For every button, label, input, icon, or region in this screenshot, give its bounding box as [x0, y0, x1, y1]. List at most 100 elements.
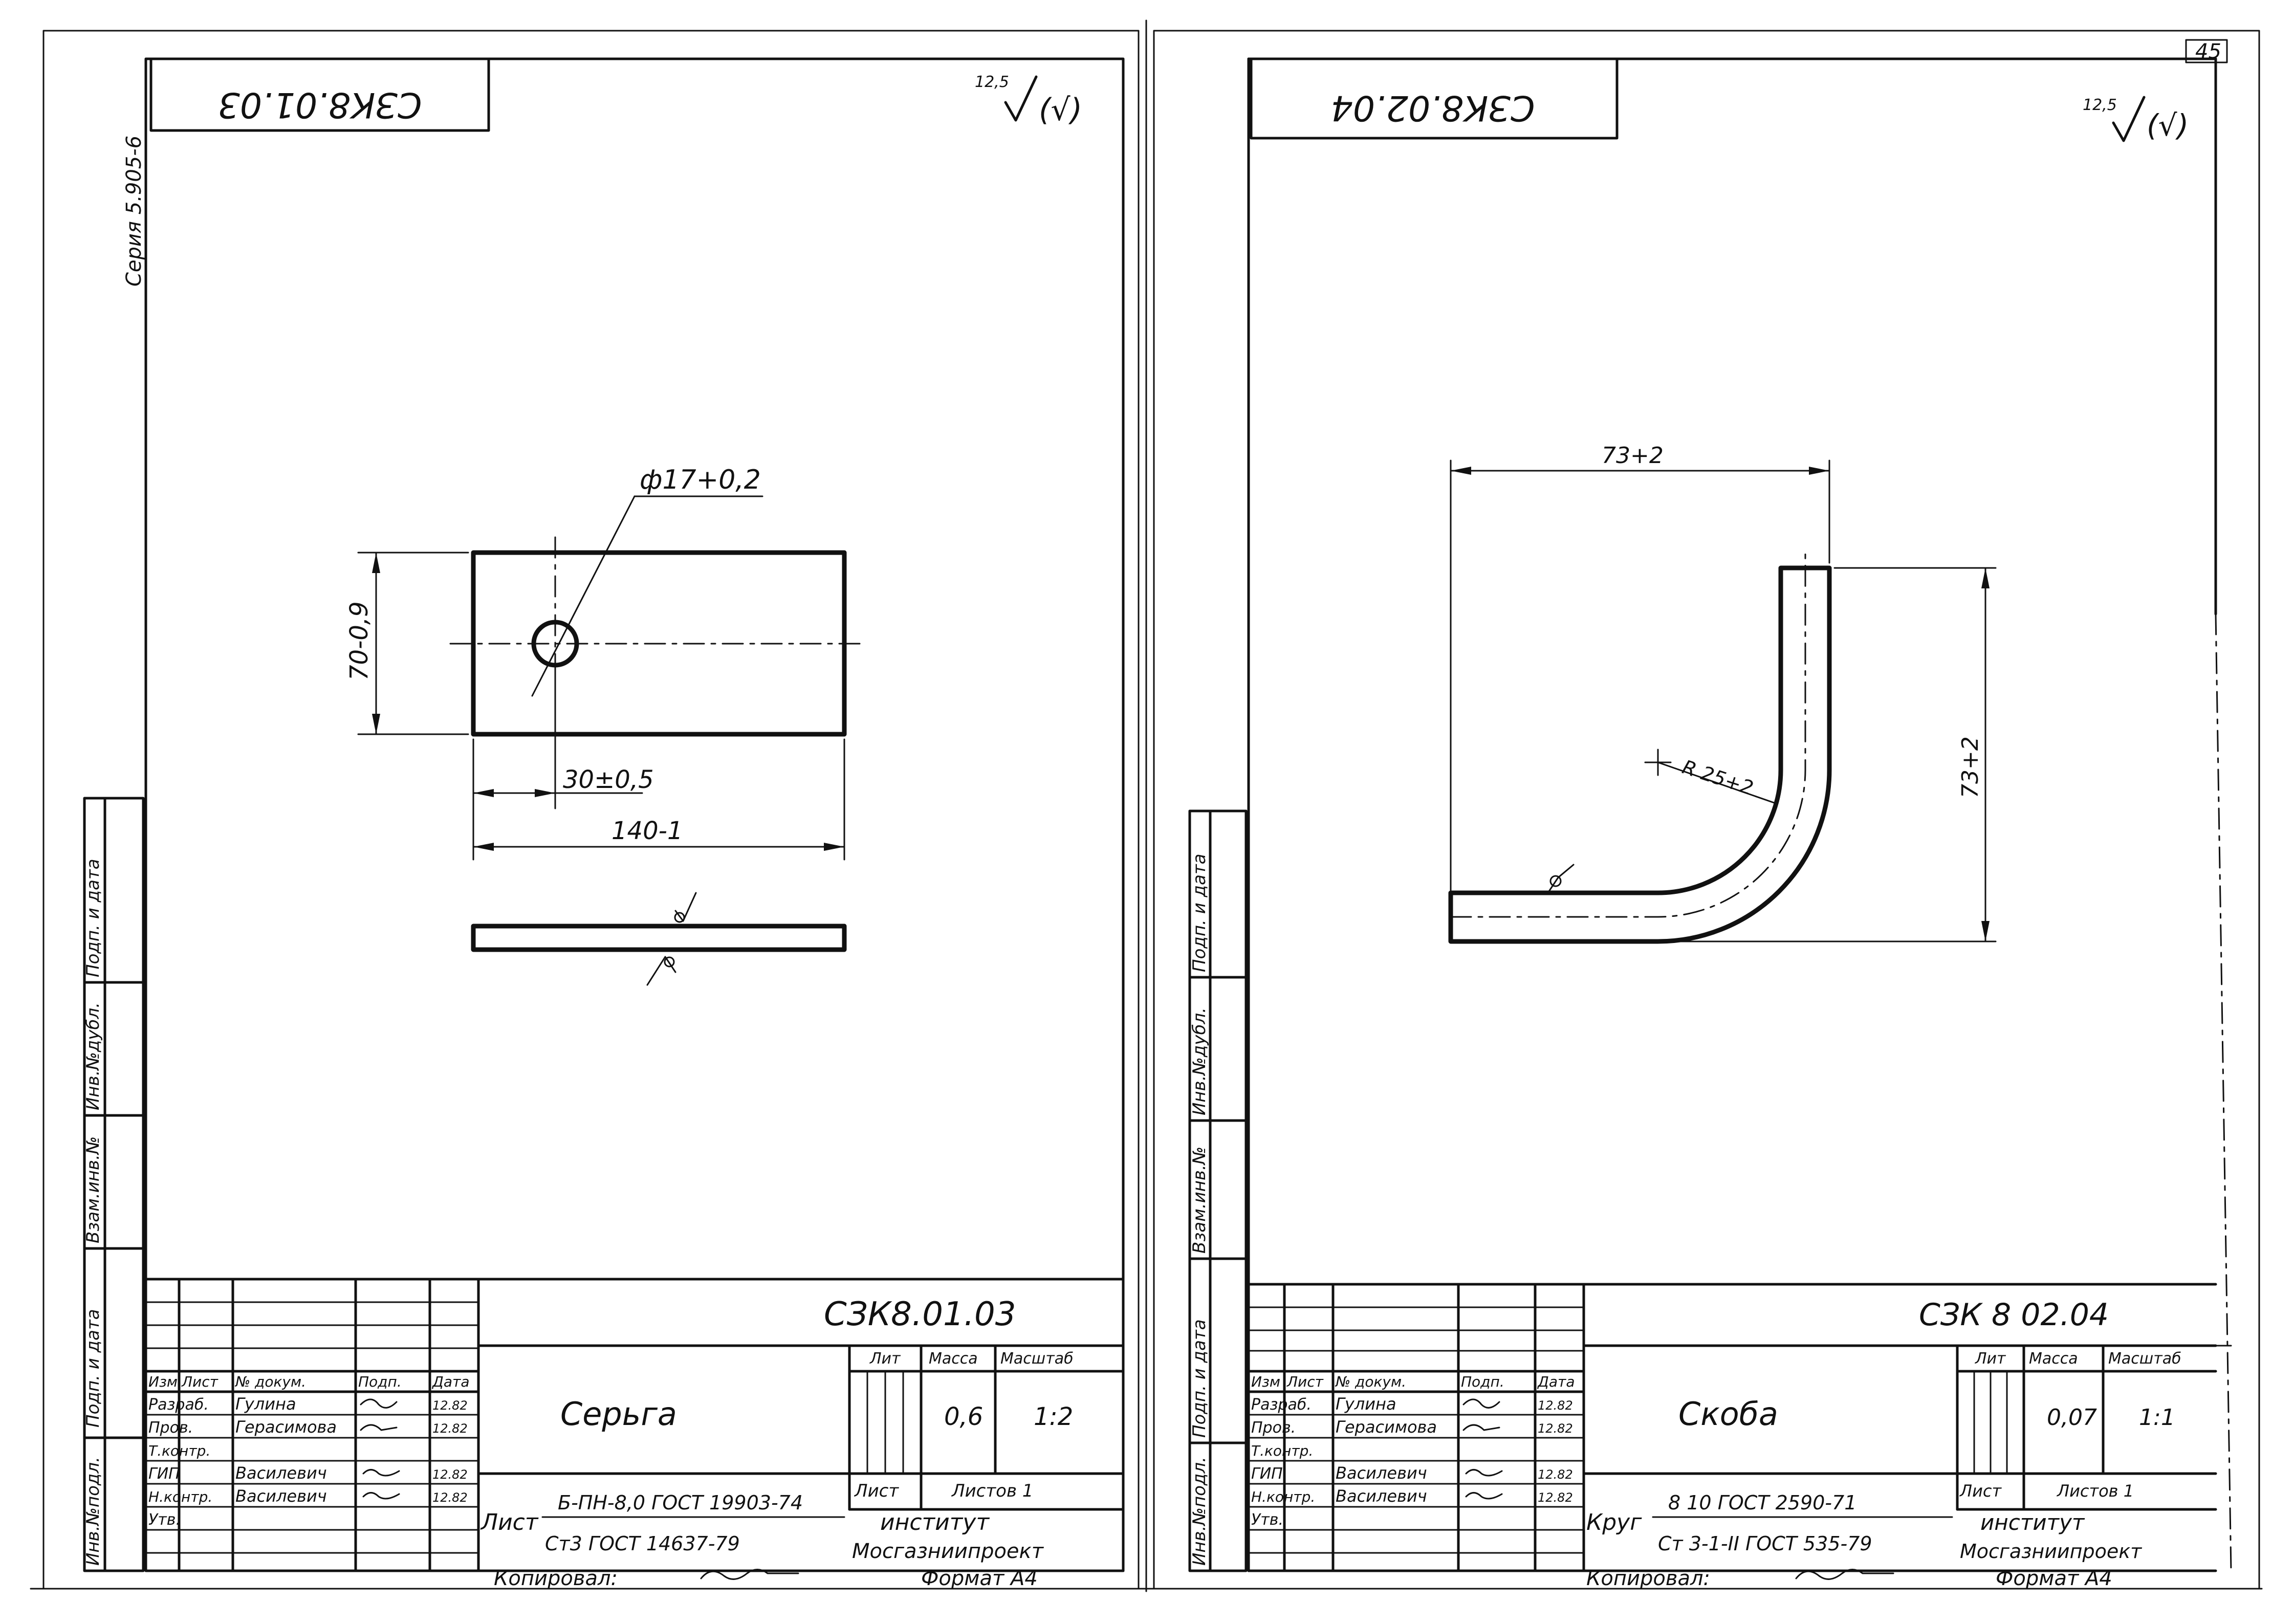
rotated-designation: СЗК8.01.03 [218, 84, 422, 125]
svg-text:Василевич: Василевич [235, 1463, 327, 1483]
svg-text:12.82: 12.82 [432, 1490, 468, 1505]
svg-text:Василевич: Василевич [235, 1486, 327, 1506]
svg-text:12.82: 12.82 [432, 1467, 468, 1482]
svg-text:12.82: 12.82 [1538, 1421, 1573, 1436]
svg-text:0,07: 0,07 [2047, 1404, 2097, 1431]
svg-text:Масса: Масса [2029, 1350, 2078, 1368]
svg-text:Инв.№подл.: Инв.№подл. [1189, 1457, 1210, 1566]
svg-text:Подп. и дата: Подп. и дата [1189, 853, 1210, 972]
designation: СЗК 8 02.04 [1919, 1297, 2109, 1333]
svg-text:1:1: 1:1 [2139, 1404, 2175, 1431]
svg-text:Подп. и дата: Подп. и дата [83, 1309, 103, 1428]
svg-text:Изм: Изм [148, 1373, 178, 1390]
svg-text:12,5: 12,5 [2083, 96, 2117, 114]
svg-text:12.82: 12.82 [1538, 1490, 1573, 1505]
svg-text:Круг: Круг [1586, 1509, 1642, 1535]
svg-text:Лист: Лист [1959, 1481, 2002, 1501]
dim-height: 73+2 [1957, 736, 1983, 798]
bracket-view: R 25+2 73+2 73+2 [1448, 443, 1997, 944]
side-stamp-strip: Инв.№подл. Подп. и дата Взам.инв.№ Инв.№… [1188, 809, 1248, 1572]
svg-text:Василевич: Василевич [1336, 1463, 1427, 1483]
sheet-right: СЗК8.02.04 12,5 (√) Инв.№подл. Подп. и д… [1153, 30, 2260, 1590]
svg-text:№ докум.: № докум. [234, 1373, 306, 1390]
outer-frame [1153, 30, 2260, 1590]
svg-text:Пров.: Пров. [148, 1419, 193, 1437]
title-block-left: Изм Лист № докум. Подп. Дата Разраб. Гул… [144, 1278, 1125, 1572]
svg-text:Масштаб: Масштаб [2108, 1350, 2181, 1368]
svg-text:Лист: Лист [1286, 1373, 1324, 1390]
part-title: Серьга [560, 1395, 677, 1433]
dim-height: 70-0,9 [345, 601, 374, 681]
title-block-right: Изм Лист № докум. Подп. Дата Разраб. Гул… [1247, 1283, 2217, 1572]
svg-text:Подп. и дата: Подп. и дата [1189, 1319, 1210, 1438]
rotated-designation-box [1250, 57, 1619, 140]
svg-text:Гулина: Гулина [235, 1394, 296, 1414]
svg-text:ГИП: ГИП [1251, 1465, 1283, 1483]
svg-text:Б-ПН-8,0 ГОСТ 19903-74: Б-ПН-8,0 ГОСТ 19903-74 [558, 1491, 803, 1514]
svg-text:Утв.: Утв. [148, 1511, 181, 1529]
svg-text:12.82: 12.82 [432, 1421, 468, 1436]
svg-text:Н.контр.: Н.контр. [1251, 1488, 1315, 1505]
svg-text:Н.контр.: Н.контр. [148, 1488, 212, 1505]
series-label: Серия 5.905-6 [122, 136, 146, 287]
part-title: Скоба [1678, 1395, 1778, 1433]
svg-text:Пров.: Пров. [1251, 1419, 1296, 1437]
svg-text:Утв.: Утв. [1251, 1511, 1283, 1529]
svg-text:12.82: 12.82 [1538, 1467, 1573, 1482]
svg-text:Масштаб: Масштаб [1000, 1350, 1074, 1368]
svg-text:Герасимова: Герасимова [235, 1417, 337, 1437]
copier-signature [1795, 1569, 1894, 1580]
svg-text:Мосгазниипроект: Мосгазниипроект [1960, 1540, 2143, 1563]
format-label: Формат А4 [1996, 1567, 2112, 1590]
svg-text:0,6: 0,6 [944, 1402, 983, 1431]
svg-text:Лист: Лист [854, 1481, 899, 1501]
plate-side-view [471, 892, 847, 986]
svg-text:Герасимова: Герасимова [1336, 1417, 1437, 1437]
designation: СЗК8.01.03 [824, 1296, 1016, 1333]
svg-text:Лит: Лит [1975, 1350, 2006, 1368]
svg-text:12.82: 12.82 [1538, 1398, 1573, 1413]
svg-text:8 10 ГОСТ 2590-71: 8 10 ГОСТ 2590-71 [1668, 1491, 1856, 1514]
copied-label: Копировал: [1586, 1567, 1710, 1590]
svg-text:институт: институт [880, 1509, 990, 1535]
svg-text:№ докум.: № докум. [1335, 1373, 1406, 1390]
svg-text:Листов 1: Листов 1 [951, 1481, 1033, 1501]
sheet-left: СЗК8.01.03 12,5 (√) Серия 5.905-6 Инв.№п… [42, 30, 1140, 1590]
svg-text:Т.контр.: Т.контр. [148, 1442, 210, 1459]
svg-text:(√): (√) [2147, 108, 2189, 143]
roughness-symbol: 12,5 (√) [2083, 96, 2189, 143]
svg-text:Василевич: Василевич [1336, 1486, 1427, 1506]
svg-text:институт: институт [1980, 1510, 2085, 1535]
svg-text:Лит: Лит [869, 1350, 901, 1368]
svg-text:Разраб.: Разраб. [148, 1396, 209, 1414]
svg-text:Ст 3-1-II ГОСТ 535-79: Ст 3-1-II ГОСТ 535-79 [1658, 1532, 1872, 1555]
rotated-designation: СЗК8.02.04 [1331, 87, 1535, 128]
plate-top-view: ф17+0,2 70-0,9 30±0,5 140-1 [345, 465, 861, 861]
svg-text:12,5: 12,5 [975, 73, 1009, 91]
svg-text:Инв.№дубл.: Инв.№дубл. [1189, 1007, 1210, 1115]
format-label: Формат А4 [921, 1567, 1038, 1590]
dim-hole: ф17+0,2 [640, 465, 761, 495]
svg-text:Масса: Масса [929, 1350, 978, 1368]
svg-text:Взам.инв.№: Взам.инв.№ [1189, 1147, 1210, 1254]
dim-radius: R 25+2 [1679, 756, 1756, 800]
dim-length: 140-1 [611, 817, 683, 845]
dim-width: 73+2 [1602, 443, 1664, 469]
svg-text:(√): (√) [1039, 92, 1082, 128]
svg-text:Подп. и дата: Подп. и дата [83, 859, 103, 977]
svg-text:Гулина: Гулина [1336, 1394, 1396, 1414]
dim-offset: 30±0,5 [563, 765, 654, 794]
svg-text:ГИП: ГИП [148, 1465, 180, 1483]
svg-text:Т.контр.: Т.контр. [1251, 1442, 1313, 1459]
outer-frame [42, 30, 1140, 1590]
rotated-designation-box [149, 57, 490, 132]
svg-text:Дата: Дата [1537, 1373, 1575, 1390]
svg-text:Инв.№подл.: Инв.№подл. [83, 1457, 103, 1566]
svg-text:1:2: 1:2 [1034, 1402, 1073, 1431]
svg-text:Инв.№дубл.: Инв.№дубл. [83, 1002, 103, 1110]
side-stamp-strip: Инв.№подл. Подп. и дата Взам.инв.№ Инв.№… [83, 797, 145, 1572]
svg-text:Лист: Лист [181, 1373, 219, 1390]
svg-text:Дата: Дата [431, 1373, 470, 1390]
svg-text:Листов 1: Листов 1 [2057, 1481, 2134, 1501]
